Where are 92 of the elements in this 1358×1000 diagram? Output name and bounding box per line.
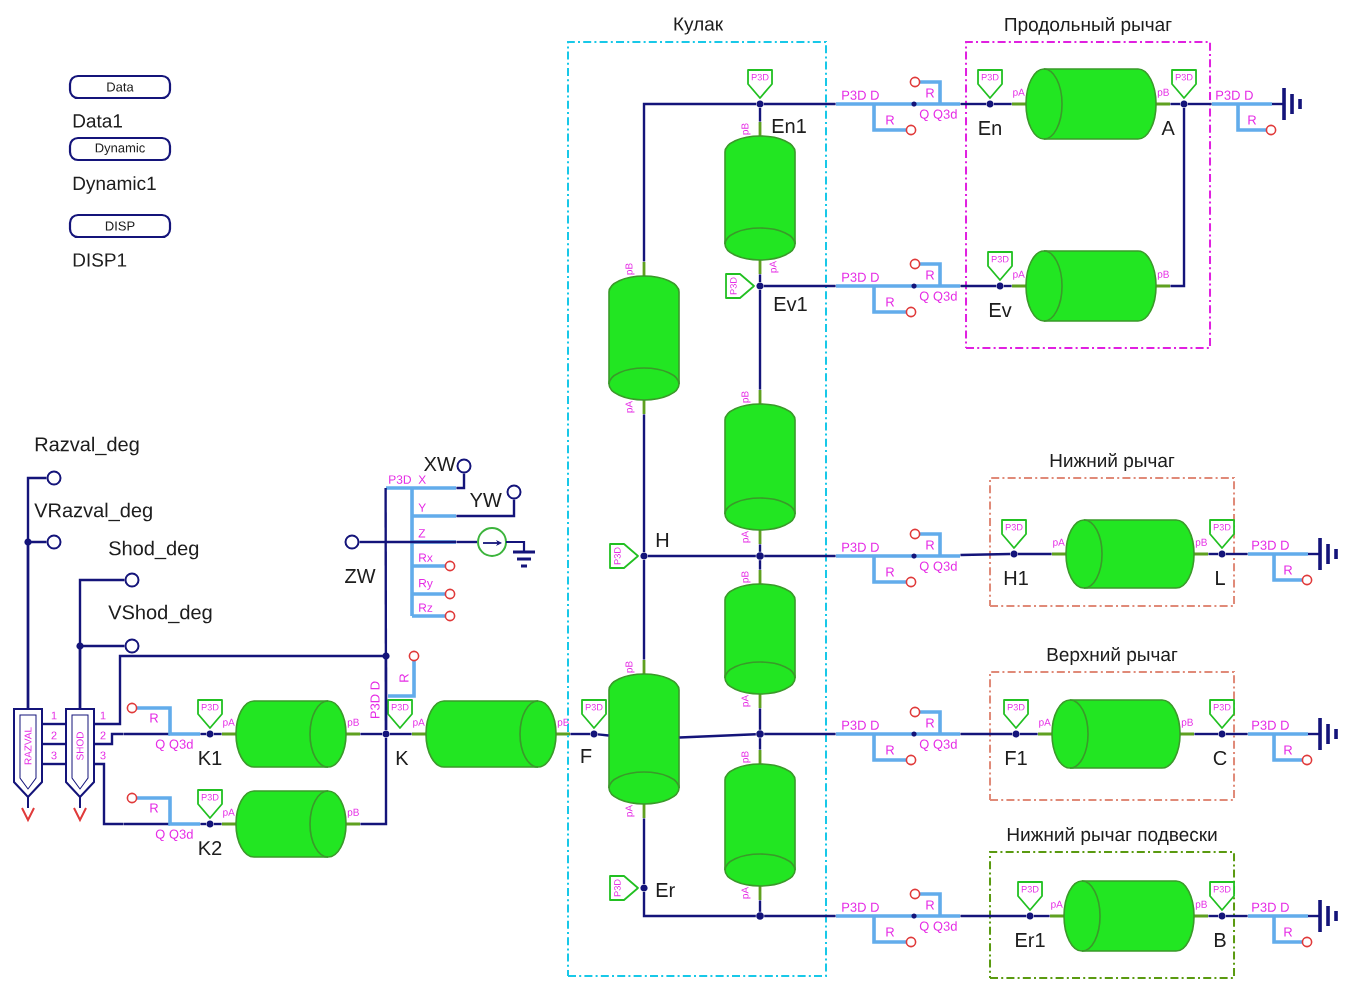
wire xyxy=(994,102,1012,106)
wire xyxy=(642,102,756,262)
instance-label: DISP1 xyxy=(73,253,127,267)
wire xyxy=(200,822,206,826)
wire xyxy=(94,732,124,746)
wire xyxy=(758,708,762,730)
signal-label: Shod_deg xyxy=(109,540,199,560)
wire xyxy=(960,732,1012,736)
wire xyxy=(960,552,1011,557)
wire xyxy=(94,654,388,730)
point-label: En xyxy=(979,121,1001,135)
wire xyxy=(642,560,646,660)
wire xyxy=(1170,108,1186,288)
wire xyxy=(1208,552,1218,556)
wire xyxy=(1226,914,1248,918)
signal-label: VShod_deg xyxy=(108,604,212,624)
wire xyxy=(570,732,590,736)
wire xyxy=(758,108,762,122)
point-label: F1 xyxy=(1006,751,1027,765)
wire xyxy=(26,540,47,709)
signal-label: VRazval_deg xyxy=(34,502,152,522)
point-label: C xyxy=(1213,750,1227,766)
wire xyxy=(1208,914,1218,918)
wire xyxy=(960,284,996,288)
wire xyxy=(1020,732,1038,736)
group-title: Верхний рычаг xyxy=(1047,646,1178,666)
wire xyxy=(1018,552,1052,556)
point-label: L xyxy=(1216,571,1225,585)
group-title: Нижний рычаг xyxy=(1050,452,1175,472)
wire xyxy=(648,554,756,558)
wire xyxy=(78,644,125,709)
wire xyxy=(214,822,222,826)
wire xyxy=(1004,284,1012,288)
wire xyxy=(642,414,646,552)
point-label: En1 xyxy=(772,119,806,133)
wire xyxy=(1170,102,1180,106)
wire xyxy=(642,892,756,918)
wire xyxy=(758,274,762,282)
wire xyxy=(764,732,836,736)
point-label: K1 xyxy=(199,751,222,765)
point-label: F xyxy=(581,749,592,763)
wire xyxy=(390,732,412,736)
wire xyxy=(1194,732,1218,736)
instance-label: Data1 xyxy=(73,114,122,128)
signal-label: XW xyxy=(424,457,456,471)
wire xyxy=(359,540,386,544)
wire xyxy=(758,560,762,570)
point-label: Er1 xyxy=(1016,933,1045,947)
wire xyxy=(1226,732,1248,736)
group-title: Кулак xyxy=(674,17,724,35)
wire xyxy=(1226,552,1248,556)
wire xyxy=(764,914,836,918)
wire xyxy=(758,738,762,750)
wire xyxy=(764,284,836,288)
wire xyxy=(764,554,836,558)
wire xyxy=(42,742,66,746)
wire xyxy=(764,102,836,106)
wire xyxy=(960,102,986,106)
signal-label: Razval_deg xyxy=(35,436,139,456)
wire xyxy=(642,818,646,884)
point-label: H xyxy=(656,533,669,547)
wire xyxy=(200,732,206,736)
wire xyxy=(758,900,762,912)
wire xyxy=(758,290,762,390)
point-label: Ev xyxy=(990,303,1012,317)
wire xyxy=(456,540,477,544)
wire xyxy=(597,733,609,737)
wire xyxy=(360,738,388,826)
group-title: Продольный рычаг xyxy=(1005,16,1172,36)
point-label: Er xyxy=(656,883,675,897)
group-title: Нижний рычаг подвески xyxy=(1007,826,1217,846)
point-label: K2 xyxy=(199,841,222,855)
point-label: H1 xyxy=(1004,571,1028,585)
wire xyxy=(94,762,124,826)
wire xyxy=(42,722,66,726)
wire xyxy=(1034,914,1050,918)
wire xyxy=(456,499,516,518)
point-label: A xyxy=(1161,121,1175,135)
wire xyxy=(42,762,66,766)
point-label: K xyxy=(396,751,409,765)
wire xyxy=(360,732,382,736)
instance-label: Dynamic1 xyxy=(73,176,156,194)
wire xyxy=(1188,102,1212,106)
wire xyxy=(679,733,756,739)
wire xyxy=(758,544,762,552)
wire xyxy=(960,914,1026,918)
signal-label: ZW xyxy=(345,569,376,583)
point-label: Ev1 xyxy=(774,297,807,311)
signal-label: YW xyxy=(470,493,502,507)
wire xyxy=(214,732,222,736)
wire xyxy=(456,473,466,490)
point-label: B xyxy=(1215,933,1226,947)
